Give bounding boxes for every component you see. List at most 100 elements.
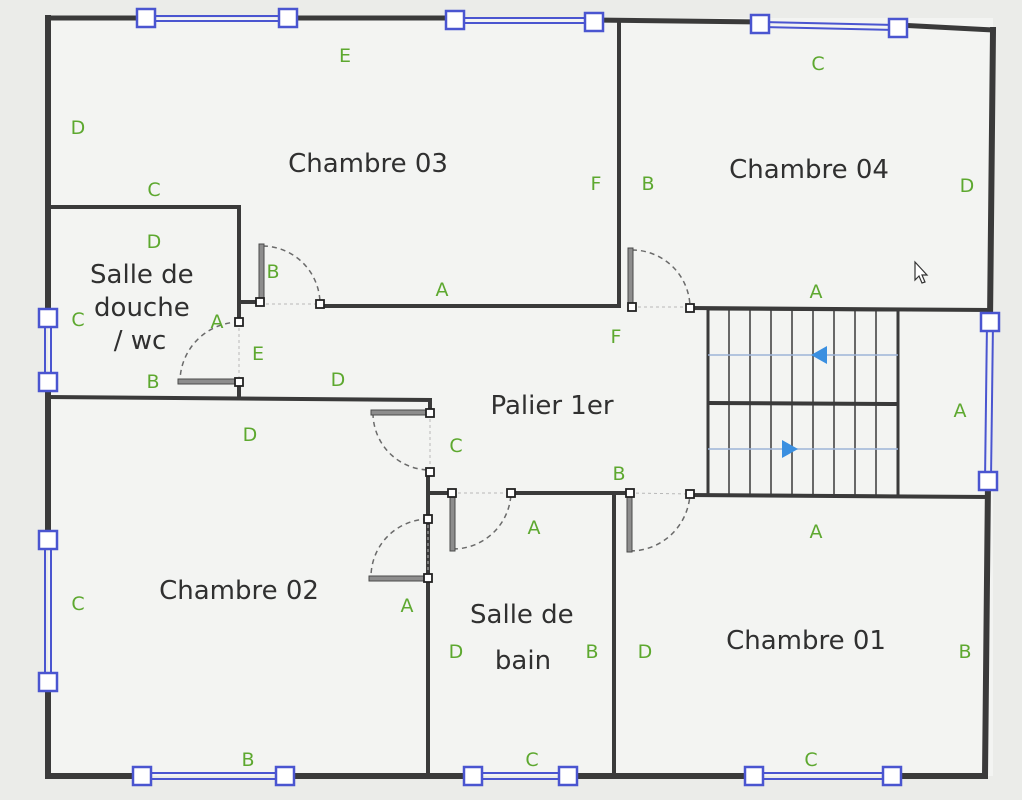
- wall-label: A: [401, 595, 414, 617]
- door-leaf-douche: [177, 378, 241, 385]
- wall-label: E: [339, 45, 351, 67]
- wall-right-lower: [981, 477, 992, 780]
- wall-labels: E C D F B D C D B A A C A E B D F A D C …: [71, 45, 975, 771]
- wall-label: A: [954, 400, 967, 422]
- room-label-chambre-03: Chambre 03: [288, 149, 448, 179]
- room-label-chambre-02: Chambre 02: [159, 576, 319, 606]
- wall-label: C: [147, 179, 160, 201]
- wall-label: C: [525, 749, 538, 771]
- wall-label: A: [436, 279, 449, 301]
- node[interactable]: [506, 488, 516, 498]
- handle[interactable]: [37, 671, 59, 693]
- stair-arrow-left-icon: [811, 346, 827, 364]
- door-leaf-ch02: [368, 575, 429, 582]
- node[interactable]: [447, 488, 457, 498]
- windows: [44, 15, 994, 780]
- wall-label: B: [641, 173, 654, 195]
- door-arc-ch02: [370, 518, 429, 579]
- door-arc-bain: [452, 492, 512, 550]
- node[interactable]: [627, 302, 637, 312]
- wall-label: D: [638, 641, 653, 663]
- stair-top-edge: [707, 307, 899, 312]
- stair-treads-upper: [728, 309, 877, 403]
- window-right-b: [990, 321, 994, 482]
- stair-arrow-right-icon: [782, 440, 798, 458]
- handle[interactable]: [135, 7, 157, 29]
- wall-right-upper: [986, 26, 997, 326]
- node[interactable]: [423, 514, 433, 524]
- handle[interactable]: [277, 7, 299, 29]
- handle[interactable]: [743, 765, 765, 787]
- node[interactable]: [315, 299, 325, 309]
- handle[interactable]: [557, 765, 579, 787]
- window-handles[interactable]: [37, 7, 1001, 787]
- wall-label: B: [266, 261, 279, 283]
- node[interactable]: [625, 488, 635, 498]
- wall-nodes[interactable]: [234, 297, 695, 583]
- wall-label: B: [585, 641, 598, 663]
- window-top-3b: [759, 26, 899, 31]
- wall-label: C: [71, 593, 84, 615]
- handle[interactable]: [749, 13, 771, 35]
- node[interactable]: [234, 317, 244, 327]
- handle[interactable]: [887, 17, 909, 39]
- wall-label: C: [804, 749, 817, 771]
- node[interactable]: [234, 377, 244, 387]
- wall-label: C: [449, 435, 462, 457]
- room-label-line: Salle de: [90, 260, 194, 290]
- handle[interactable]: [444, 9, 466, 31]
- handle[interactable]: [37, 529, 59, 551]
- door-arc-ch01: [629, 492, 691, 552]
- handle[interactable]: [274, 765, 296, 787]
- wall-label: C: [71, 309, 84, 331]
- room-label-line: Salle de: [470, 600, 574, 630]
- wall-label: A: [528, 517, 541, 539]
- wall-label: A: [810, 281, 823, 303]
- room-label-salle-douche: Salle de douche / wc: [90, 260, 202, 356]
- window-right: [984, 321, 988, 482]
- handle[interactable]: [979, 311, 1001, 333]
- door-leaf-ch02-top: [370, 409, 431, 416]
- wall-label: A: [810, 521, 823, 543]
- door-leaf-bain: [449, 492, 456, 552]
- wall-label: D: [71, 117, 86, 139]
- node[interactable]: [685, 303, 695, 313]
- room-label-chambre-01: Chambre 01: [726, 626, 886, 656]
- room-label-salle-bain: Salle de bain: [470, 600, 582, 676]
- wall-label: B: [958, 641, 971, 663]
- window-top-3: [759, 21, 899, 26]
- wall-label: B: [241, 749, 254, 771]
- node[interactable]: [423, 573, 433, 583]
- handle[interactable]: [977, 470, 999, 492]
- handle[interactable]: [37, 307, 59, 329]
- wall-top-right: [895, 22, 996, 33]
- handle[interactable]: [462, 765, 484, 787]
- wall-label: F: [611, 326, 622, 348]
- stair-bottom-edge: [707, 493, 899, 498]
- node[interactable]: [425, 408, 435, 418]
- walls: [45, 15, 997, 780]
- room-label-line: / wc: [114, 326, 167, 356]
- node[interactable]: [685, 489, 695, 499]
- wall-label: D: [960, 175, 975, 197]
- wall-label: D: [243, 424, 258, 446]
- door-leaf-ch01: [626, 492, 633, 553]
- handle[interactable]: [131, 765, 153, 787]
- room-label-line: bain: [495, 646, 551, 676]
- room-label-chambre-04: Chambre 04: [729, 155, 889, 185]
- node[interactable]: [425, 467, 435, 477]
- handle[interactable]: [583, 11, 605, 33]
- room-label-line: douche: [94, 293, 190, 323]
- wall-label: E: [252, 343, 264, 365]
- handle[interactable]: [37, 371, 59, 393]
- opening: [629, 492, 691, 495]
- door-arc-douche: [179, 321, 240, 381]
- door-arc-ch02-top: [372, 412, 431, 471]
- cursor-pointer-icon: [914, 260, 929, 284]
- wall-label: B: [612, 463, 625, 485]
- handle[interactable]: [881, 765, 903, 787]
- door-leaf-ch03: [258, 243, 265, 303]
- node[interactable]: [255, 297, 265, 307]
- room-label-palier: Palier 1er: [490, 391, 613, 421]
